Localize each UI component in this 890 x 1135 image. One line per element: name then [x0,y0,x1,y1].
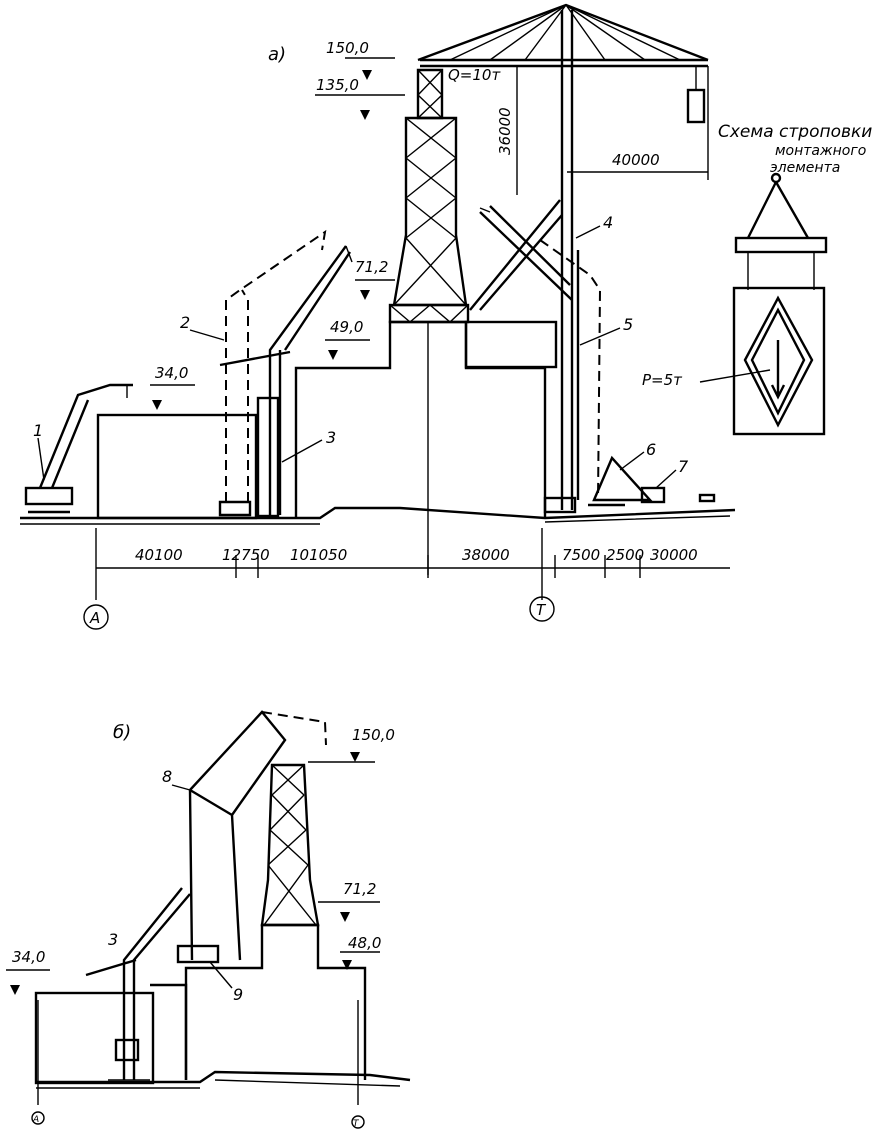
elevation-markers-b: 150,0 71,2 48,0 34,0 [6,726,395,995]
axis-b-left: А [31,1111,45,1125]
sling-scheme: Схема строповки монтажного элемента P=5т [642,122,872,436]
crane-mast [560,10,574,510]
axis-b-right: Т [351,1115,365,1129]
svg-text:Т: Т [353,1119,360,1129]
dim-bottom-0: 40100 [135,546,183,564]
building-low-b [34,991,155,1085]
dim-bottom-4: 7500 [562,546,600,564]
item-3-b: 3 [108,930,118,949]
view-a-label: а) [268,44,286,65]
lattice-tower-b [260,763,320,927]
dim-vertical: 36000 [496,107,514,155]
elevation-markers-a: 150,0 135,0 71,2 49,0 34,0 [150,39,405,410]
mounting-element [732,286,826,436]
dimension-chain-a: 40100 12750 101050 38000 7500 2500 30000 [95,528,730,600]
sling-title-3: элемента [770,160,840,176]
sling-ropes [746,181,810,239]
counterweight [686,88,706,124]
item-9: 9 [233,985,243,1004]
view-a: а) [20,3,736,630]
building-main-b [184,923,367,1080]
dim-bottom-1: 12750 [222,546,270,564]
sling-title-2: монтажного [775,143,866,159]
crane-8 [176,710,327,964]
dim-bottom-5: 2500 [606,546,644,564]
load-label: Q=10т [448,66,501,84]
item-3: 3 [326,428,336,447]
crane-6 [588,455,716,507]
crawler-crane-1 [24,383,133,514]
axis-t-bubble: Т [529,596,555,622]
elev-a-2: 71,2 [355,258,388,276]
crane-8-boom [188,710,287,961]
sling-weight: P=5т [642,371,683,389]
dim-bottom-2: 101050 [290,546,347,564]
hook-icon [770,172,782,184]
crane-3 [219,245,353,518]
item-7: 7 [678,457,689,476]
elev-a-0: 150,0 [326,39,369,57]
ground-line-a [20,506,736,520]
svg-text:Т: Т [536,601,547,619]
dim-reach: 40000 [612,151,660,169]
item-2: 2 [180,313,190,332]
tower-crane-4 [417,3,709,514]
elev-b-3: 34,0 [12,948,45,966]
sling-title-1: Схема строповки [718,122,872,142]
elev-a-1: 135,0 [316,76,359,94]
crane-strut [469,199,573,311]
elev-a-3: 49,0 [330,318,363,336]
view-b-label: б) [113,722,131,743]
lattice-tower-a [388,68,470,575]
arrow-down-icon [770,340,786,400]
elev-b-2: 48,0 [348,934,381,952]
traverse-beam [734,236,828,254]
ground-hatch-a [20,515,731,525]
crane-3-b [85,887,191,1081]
crane-2 [218,229,327,517]
item-6: 6 [646,440,656,459]
item-8: 8 [162,767,172,786]
building-annex [464,320,558,369]
elev-b-0: 150,0 [352,726,395,744]
item-1: 1 [33,421,43,440]
item-4: 4 [603,213,613,232]
elev-b-1: 71,2 [343,880,376,898]
building-low [96,413,258,520]
view-b: б) 150,0 71 [6,710,411,1129]
item-5: 5 [623,315,633,334]
dim-bottom-3: 38000 [462,546,510,564]
item-labels-a: 1 2 3 4 5 6 7 [33,213,689,489]
dim-bottom-6: 30000 [650,546,698,564]
svg-text:А: А [32,1115,39,1125]
crane-5-dashed [539,239,602,501]
svg-text:А: А [89,609,100,627]
axis-a-bubble: А [83,604,109,630]
elev-a-4: 34,0 [155,364,188,382]
crane-boom [420,58,708,68]
